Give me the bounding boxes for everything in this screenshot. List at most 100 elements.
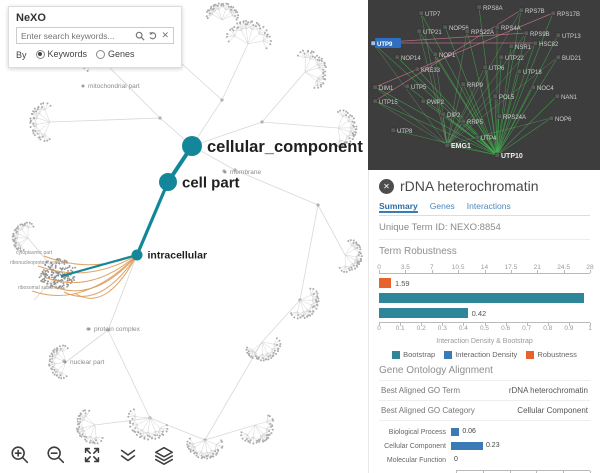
zoom-in-button[interactable] [8, 443, 32, 467]
gene-node[interactable] [404, 83, 410, 89]
gene-node-label[interactable]: NSR1 [515, 45, 532, 51]
term-label[interactable]: nuclear part [70, 359, 105, 366]
ontology-node[interactable] [182, 136, 202, 156]
gene-node[interactable] [414, 66, 420, 72]
gene-node-label[interactable]: UTP8 [397, 129, 413, 135]
ontology-tree-svg[interactable]: mitochondrial part membrane protein comple… [0, 0, 368, 473]
gene-node-label[interactable]: RPS7B [525, 9, 545, 15]
ontology-node-label[interactable]: cellular_component [207, 138, 363, 156]
gene-node[interactable] [482, 64, 488, 70]
gene-node[interactable] [476, 4, 482, 10]
zoom-out-button[interactable] [44, 443, 68, 467]
gene-node[interactable] [523, 30, 529, 36]
gene-node-label[interactable]: RPS24A [503, 115, 526, 121]
gene-node[interactable] [390, 127, 396, 133]
gene-node-label[interactable]: BUD21 [562, 56, 582, 62]
tab-genes[interactable]: Genes [429, 201, 455, 211]
gene-node[interactable] [548, 115, 554, 121]
gene-node[interactable] [518, 7, 524, 13]
gene-node[interactable] [394, 54, 400, 60]
gene-node[interactable] [555, 32, 561, 38]
gene-node-label[interactable]: RRP9 [467, 83, 484, 89]
gene-node[interactable] [516, 68, 522, 74]
gene-node-label[interactable]: NOP14 [401, 56, 421, 62]
gene-node-label[interactable]: RPS17B [557, 12, 580, 18]
gene-node-label[interactable]: RPS4A [501, 26, 521, 32]
gene-node[interactable] [474, 134, 480, 140]
gene-node[interactable] [440, 111, 446, 117]
gene-node-label[interactable]: PWP2 [427, 100, 445, 106]
gene-node[interactable] [464, 28, 470, 34]
term-label[interactable]: ribosomal subunit [18, 285, 58, 291]
gene-node[interactable] [494, 24, 500, 30]
gene-node[interactable] [530, 84, 536, 90]
gene-node-label[interactable]: NOC4 [537, 86, 554, 92]
term-label[interactable]: protein complex [94, 326, 141, 333]
gene-node-label[interactable]: NOP6 [555, 117, 572, 123]
gene-node-label[interactable]: RPS8A [483, 6, 503, 12]
gene-node-label[interactable]: DIM1 [379, 86, 394, 92]
gene-node-label[interactable]: RPS22A [471, 30, 494, 36]
close-icon[interactable]: ✕ [379, 178, 394, 194]
gene-node[interactable] [416, 28, 422, 34]
gene-node[interactable] [460, 81, 466, 87]
gene-node-label[interactable]: UTP18 [523, 70, 542, 76]
gene-node-label[interactable]: EMG1 [451, 143, 471, 150]
gene-node-label[interactable]: UTP22 [505, 56, 524, 62]
tab-interactions[interactable]: Interactions [466, 201, 511, 211]
gene-node-label[interactable]: UTP9 [377, 42, 393, 48]
gene-node-label[interactable]: UTP15 [379, 100, 398, 106]
gene-node-label[interactable]: NOP56 [449, 26, 469, 32]
gene-node[interactable] [420, 98, 426, 104]
gene-node-label[interactable]: UTP7 [425, 12, 441, 18]
term-label[interactable]: mitochondrial part [88, 83, 140, 90]
gene-node-label[interactable]: UTP21 [423, 30, 442, 36]
search-mode-genes[interactable]: Genes [96, 49, 135, 59]
gene-node[interactable] [554, 93, 560, 99]
ontology-node-label[interactable]: intracellular [148, 250, 208, 262]
gene-node-label[interactable]: UTP4 [481, 136, 497, 142]
gene-node[interactable] [372, 98, 378, 104]
gene-node-label[interactable]: HSC82 [539, 42, 559, 48]
search-mode-keywords[interactable]: Keywords [35, 49, 87, 59]
gene-node-label[interactable]: DIP2 [447, 113, 461, 119]
gene-node[interactable] [508, 43, 514, 49]
gene-node[interactable] [444, 142, 450, 148]
ontology-node[interactable] [131, 249, 143, 261]
gene-node[interactable] [442, 24, 448, 30]
gene-node[interactable] [492, 93, 498, 99]
gene-node-label[interactable]: KRE33 [421, 68, 441, 74]
gene-node[interactable] [432, 51, 438, 57]
gene-node[interactable] [460, 118, 466, 124]
gene-node[interactable] [498, 54, 504, 60]
collapse-tree-button[interactable] [116, 443, 140, 467]
term-label[interactable]: ribonucleoprotein complex [10, 260, 69, 266]
gene-node[interactable] [555, 54, 561, 60]
gene-node[interactable] [494, 152, 500, 158]
ontology-canvas[interactable]: mitochondrial part membrane protein comple… [0, 0, 368, 473]
ontology-node[interactable] [159, 173, 177, 191]
search-icon[interactable] [135, 31, 146, 41]
gene-node-label[interactable]: UTP13 [562, 34, 581, 40]
gene-node-label[interactable]: NOP1 [439, 53, 456, 59]
ontology-node-label[interactable]: cell part [182, 174, 240, 191]
gene-node[interactable] [372, 84, 378, 90]
gene-node-label[interactable]: UTP5 [411, 85, 427, 91]
gene-node[interactable] [418, 10, 424, 16]
gene-node-label[interactable]: RRP5 [467, 120, 484, 126]
gene-node[interactable] [496, 113, 502, 119]
gene-node[interactable] [532, 40, 538, 46]
gene-node-label[interactable]: RPS9B [530, 32, 550, 38]
clear-search-icon[interactable]: ✕ [161, 30, 169, 40]
reset-search-icon[interactable] [148, 31, 158, 41]
term-label[interactable]: cytoplasmic part [16, 250, 53, 256]
gene-node[interactable] [370, 40, 376, 46]
search-input[interactable] [21, 30, 133, 41]
gene-node-label[interactable]: UTP6 [489, 66, 505, 72]
gene-node-label[interactable]: POL5 [499, 95, 515, 101]
layers-button[interactable] [152, 443, 176, 467]
gene-node-label[interactable]: UTP10 [501, 153, 523, 160]
term-label[interactable]: membrane [230, 169, 261, 176]
